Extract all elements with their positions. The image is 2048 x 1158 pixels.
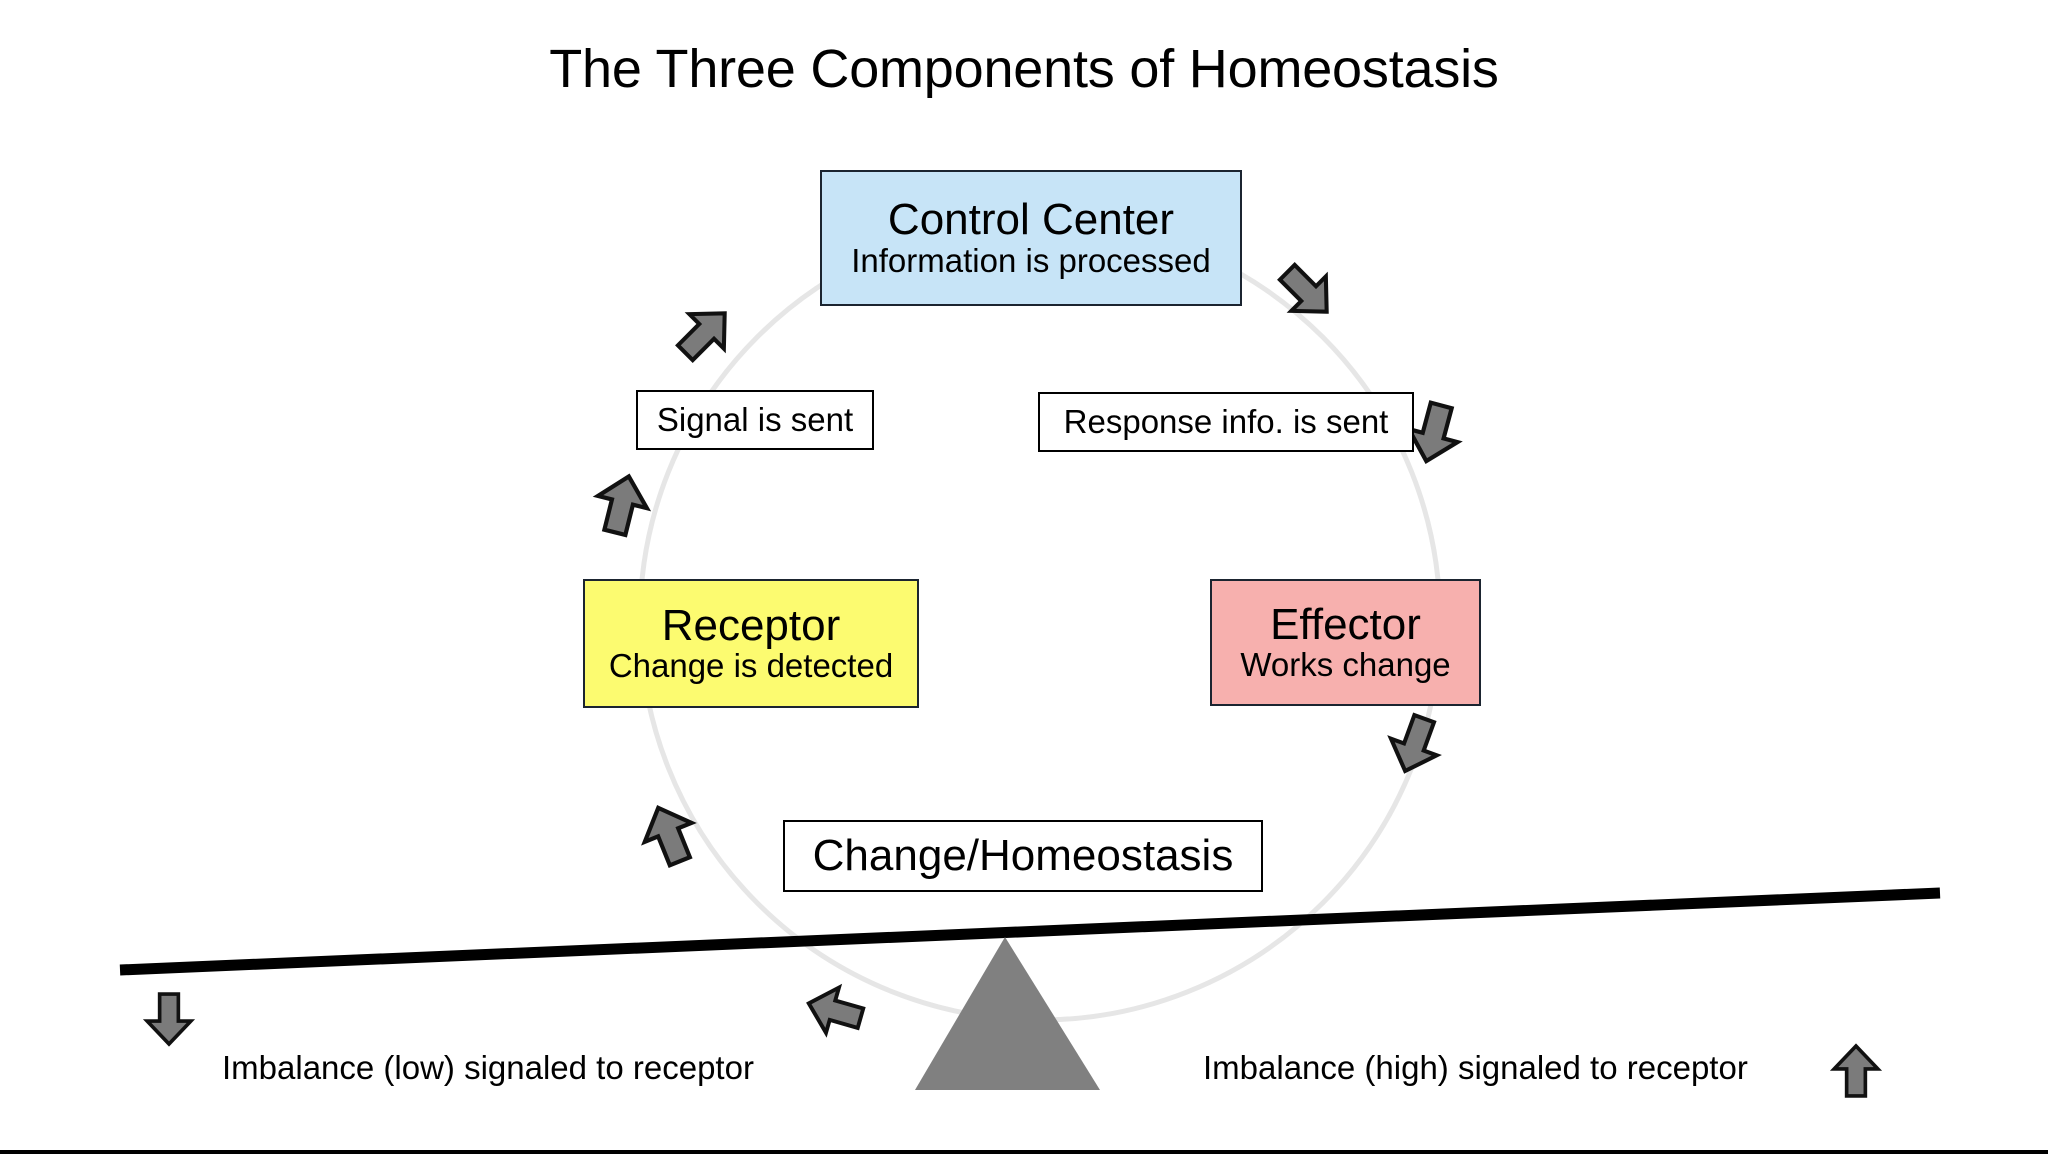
arrow-up-icon bbox=[1832, 1044, 1880, 1098]
arrow-north-icon bbox=[590, 470, 653, 538]
slide-bottom-rule bbox=[0, 1150, 2048, 1154]
page-title: The Three Components of Homeostasis bbox=[549, 39, 1499, 99]
node-control-center-title: Control Center bbox=[887, 195, 1175, 245]
arrow-down-icon bbox=[145, 992, 193, 1046]
node-receptor-title: Receptor bbox=[661, 600, 841, 650]
node-receptor[interactable]: Receptor Change is detected bbox=[583, 579, 919, 708]
label-change-homeostasis[interactable]: Change/Homeostasis bbox=[783, 820, 1263, 892]
footnote-imbalance-high: Imbalance (high) signaled to receptor bbox=[1203, 1049, 1748, 1086]
arrow-west-icon bbox=[800, 978, 869, 1043]
node-control-center[interactable]: Control Center Information is processed bbox=[820, 170, 1242, 306]
label-response-info-is-sent[interactable]: Response info. is sent bbox=[1038, 392, 1414, 452]
balance-beam bbox=[119, 887, 1941, 976]
arrow-southwest-icon bbox=[1382, 710, 1447, 779]
arrow-northwest-icon bbox=[635, 798, 703, 870]
label-signal-is-sent[interactable]: Signal is sent bbox=[636, 390, 874, 450]
arrow-northeast-icon bbox=[668, 296, 742, 370]
node-receptor-desc: Change is detected bbox=[608, 647, 894, 685]
node-control-center-desc: Information is processed bbox=[851, 241, 1211, 279]
fulcrum-triangle bbox=[915, 937, 1100, 1090]
footnote-imbalance-low: Imbalance (low) signaled to receptor bbox=[222, 1049, 754, 1086]
node-effector[interactable]: Effector Works change bbox=[1210, 579, 1481, 706]
node-effector-desc: Works change bbox=[1240, 646, 1451, 684]
node-effector-title: Effector bbox=[1270, 599, 1421, 649]
arrow-southeast-icon bbox=[1270, 255, 1344, 329]
